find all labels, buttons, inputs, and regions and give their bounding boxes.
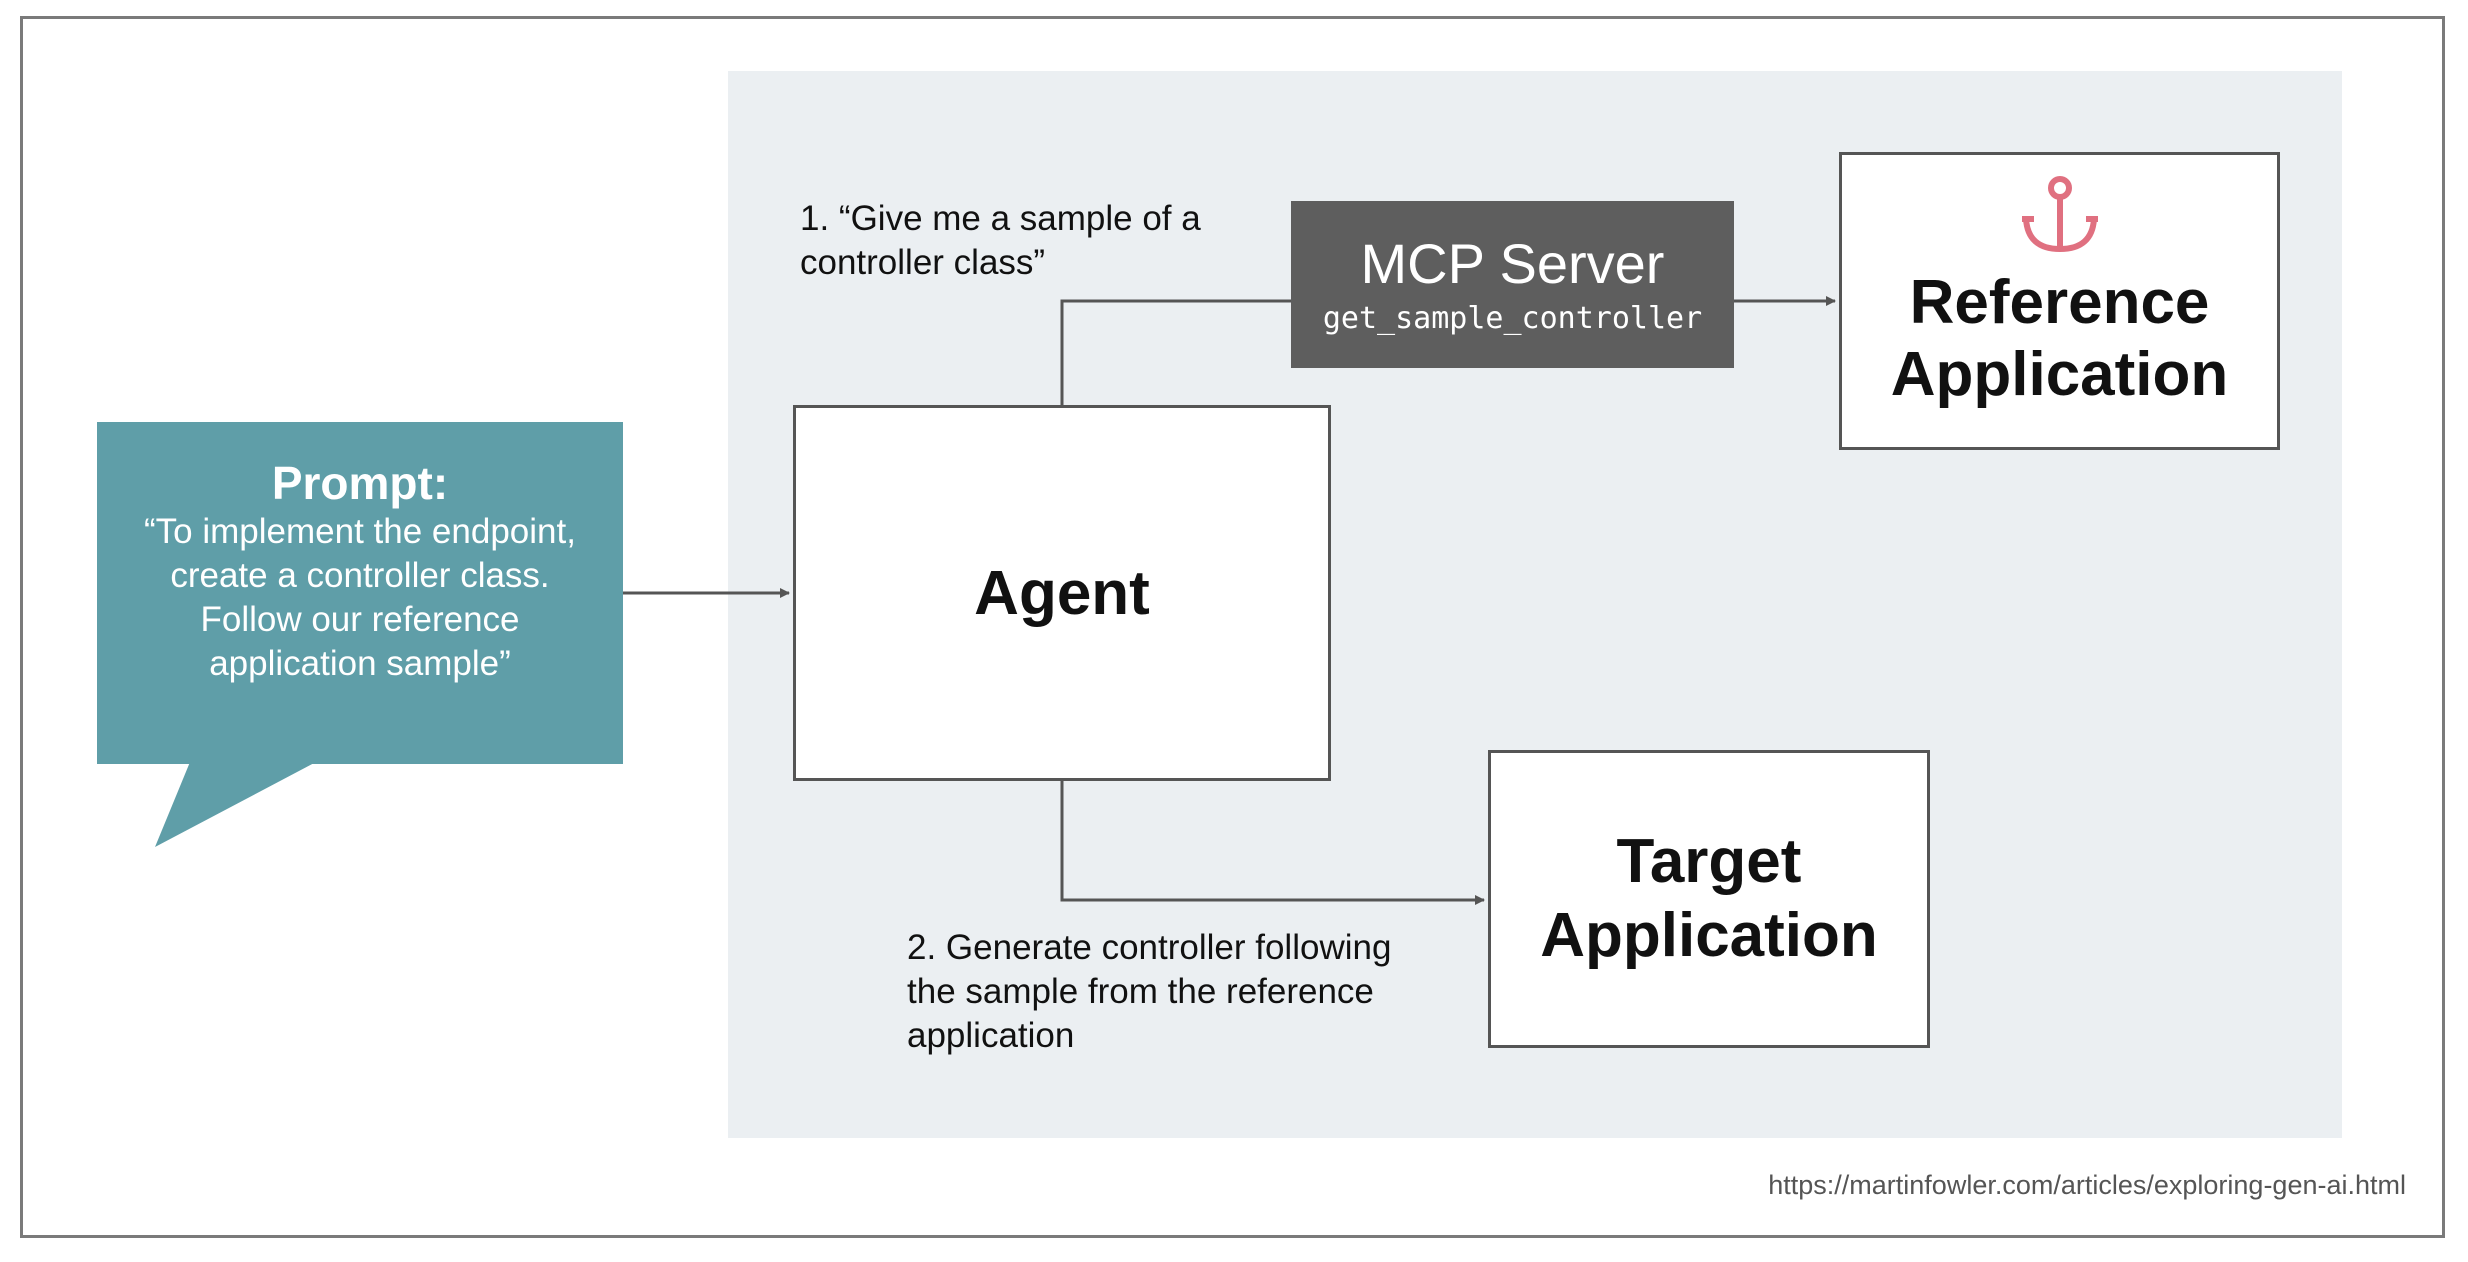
step-2-label: 2. Generate controller following the sam… bbox=[907, 928, 1392, 1055]
mcp-tool-name: get_sample_controller bbox=[1322, 301, 1703, 336]
mcp-server-title: MCP Server bbox=[1360, 232, 1665, 295]
agent-label: Agent bbox=[974, 558, 1150, 628]
step-1-label: 1. “Give me a sample of a controller cla… bbox=[800, 199, 1201, 282]
agent-to-target-arrow bbox=[1060, 781, 1485, 905]
target-application-box: Target Application bbox=[1488, 750, 1930, 1048]
reference-application-label: Reference Application bbox=[1890, 268, 2229, 409]
mcp-server-box: MCP Server get_sample_controller bbox=[1291, 201, 1734, 368]
agent-to-mcp-connector bbox=[1060, 299, 1291, 405]
prompt-bubble: Prompt: “To implement the endpoint, crea… bbox=[97, 422, 623, 764]
anchor-icon bbox=[2021, 176, 2098, 253]
diagram-frame bbox=[20, 16, 2445, 1238]
agent-box: Agent bbox=[793, 405, 1331, 781]
speech-bubble-tail bbox=[155, 762, 316, 847]
target-application-label: Target Application bbox=[1540, 827, 1878, 970]
source-url: https://martinfowler.com/articles/explor… bbox=[1768, 1170, 2406, 1200]
prompt-text: “To implement the endpoint, create a con… bbox=[144, 512, 576, 683]
reference-application-box: Reference Application bbox=[1839, 152, 2280, 450]
prompt-title: Prompt: bbox=[271, 457, 449, 509]
